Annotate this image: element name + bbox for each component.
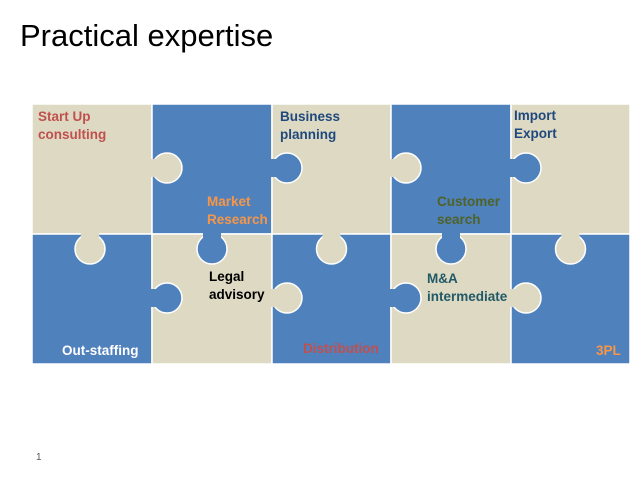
piece-label-out-staffing: Out-staffing bbox=[62, 343, 139, 358]
piece-label-distribution: Distribution bbox=[303, 341, 379, 356]
puzzle-knob-neck bbox=[269, 289, 277, 307]
puzzle-knob-neck bbox=[388, 289, 396, 307]
piece-label-ma-intermediate: M&A intermediate bbox=[427, 271, 508, 304]
piece-label-3pl: 3PL bbox=[596, 343, 621, 358]
piece-label-business-planning: Business planning bbox=[280, 109, 341, 142]
piece-label-import-export: Import Export bbox=[514, 108, 557, 141]
puzzle-knob-neck bbox=[149, 289, 157, 307]
piece-label-market-research: Market Research bbox=[207, 194, 268, 227]
piece-label-legal-advisory: Legal advisory bbox=[209, 269, 265, 302]
piece-label-start-up-consulting: Start Up consulting bbox=[38, 109, 107, 142]
puzzle-knob-neck bbox=[508, 289, 516, 307]
puzzle-piece bbox=[31, 103, 153, 235]
puzzle-knob-neck bbox=[203, 231, 221, 239]
piece-label-customer-search: Customer search bbox=[437, 194, 501, 227]
puzzle-knob-neck bbox=[81, 231, 99, 239]
page-number: 1 bbox=[36, 452, 42, 463]
puzzle-knob-neck bbox=[388, 159, 396, 177]
puzzle-knob-neck bbox=[269, 159, 277, 177]
puzzle-knob-neck bbox=[322, 231, 341, 239]
puzzle-piece bbox=[31, 233, 153, 365]
puzzle-knob-neck bbox=[561, 231, 580, 239]
puzzle-knob-neck bbox=[508, 159, 516, 177]
puzzle-knob-neck bbox=[149, 159, 157, 177]
slide-title: Practical expertise bbox=[20, 18, 274, 53]
puzzle-knob-neck bbox=[442, 231, 460, 239]
